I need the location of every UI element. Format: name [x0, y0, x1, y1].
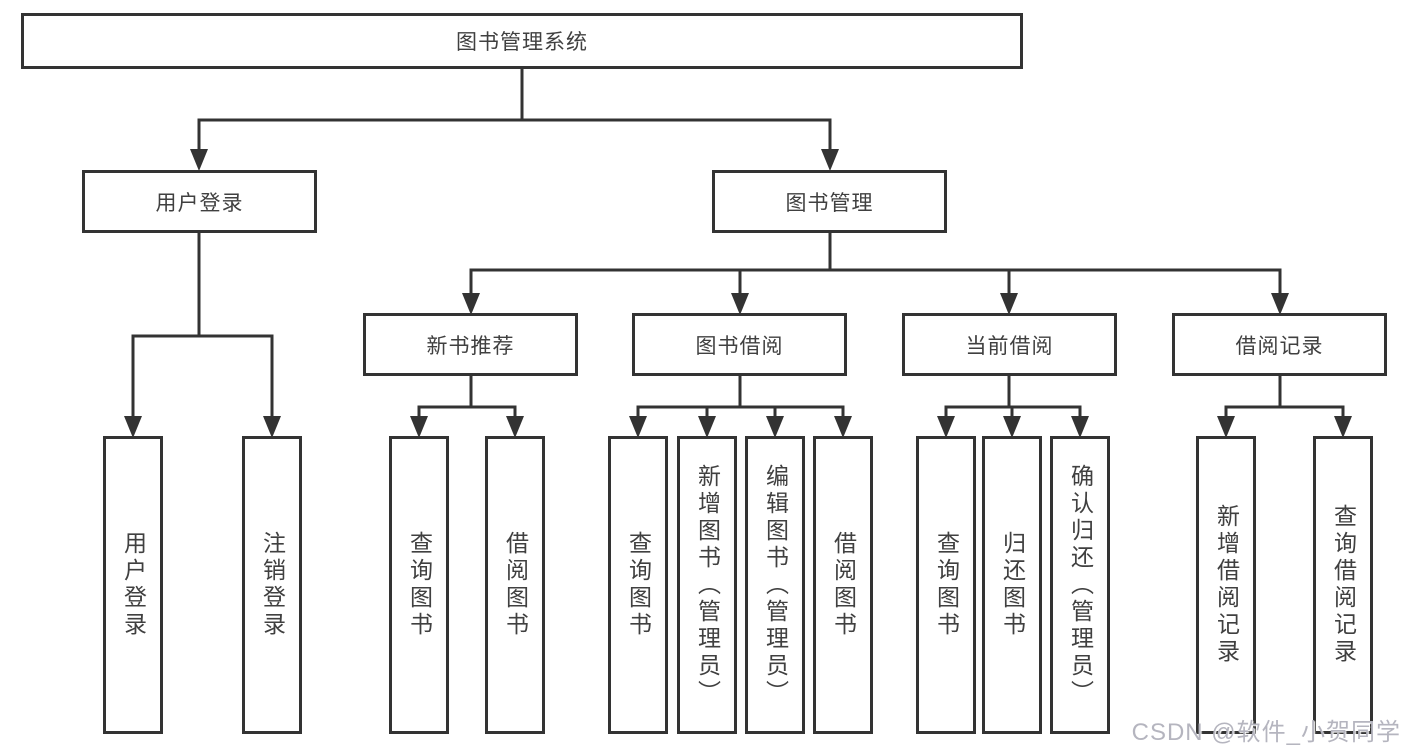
- leaf-add-borrow-record: 新增借阅记录: [1196, 436, 1256, 734]
- arrowhead-down-icon: [263, 416, 281, 438]
- connector-root-to-level2: [197, 69, 832, 152]
- node-book-borrowing: 图书借阅: [632, 313, 847, 376]
- leaf-edit-book-admin: 编辑图书（管理员）: [745, 436, 805, 734]
- leaf-query-book-1: 查询图书: [389, 436, 449, 734]
- arrowhead-down-icon: [1000, 293, 1018, 315]
- leaf-borrow-book-2: 借阅图书: [813, 436, 873, 734]
- arrowhead-down-icon: [1071, 416, 1089, 438]
- leaf-return-book: 归还图书: [982, 436, 1042, 734]
- node-current-borrowing: 当前借阅: [902, 313, 1117, 376]
- connector-borrowrecords-to-leaves: [1224, 376, 1345, 420]
- leaf-query-book-2: 查询图书: [608, 436, 668, 734]
- leaf-add-book-admin: 新增图书（管理员）: [677, 436, 737, 734]
- node-book-management: 图书管理: [712, 170, 947, 233]
- connector-userlogin-to-leaves: [131, 233, 274, 420]
- arrowhead-down-icon: [190, 149, 208, 171]
- arrowhead-down-icon: [1217, 416, 1235, 438]
- arrowhead-down-icon: [821, 149, 839, 171]
- leaf-user-login: 用户登录: [103, 436, 163, 734]
- node-user-login: 用户登录: [82, 170, 317, 233]
- leaf-confirm-return-admin: 确认归还（管理员）: [1050, 436, 1110, 734]
- connector-bookborrow-to-leaves: [636, 376, 845, 420]
- arrowhead-down-icon: [1271, 293, 1289, 315]
- arrowhead-down-icon: [629, 416, 647, 438]
- leaf-query-borrow-record: 查询借阅记录: [1313, 436, 1373, 734]
- arrowhead-down-icon: [731, 293, 749, 315]
- arrowhead-down-icon: [410, 416, 428, 438]
- leaf-query-book-3: 查询图书: [916, 436, 976, 734]
- connector-bookmgmt-to-level3: [469, 233, 1282, 297]
- arrowhead-down-icon: [766, 416, 784, 438]
- connector-newbookrec-to-leaves: [417, 376, 517, 420]
- arrowhead-down-icon: [937, 416, 955, 438]
- arrowhead-down-icon: [124, 416, 142, 438]
- leaf-logout: 注销登录: [242, 436, 302, 734]
- arrowhead-down-icon: [462, 293, 480, 315]
- node-root: 图书管理系统: [21, 13, 1023, 69]
- leaf-borrow-book-1: 借阅图书: [485, 436, 545, 734]
- arrowhead-down-icon: [1334, 416, 1352, 438]
- node-borrowing-records: 借阅记录: [1172, 313, 1387, 376]
- arrowhead-down-icon: [834, 416, 852, 438]
- csdn-watermark: CSDN @软件_小贺同学: [1131, 719, 1401, 746]
- node-new-book-recommendation: 新书推荐: [363, 313, 578, 376]
- arrowhead-down-icon: [506, 416, 524, 438]
- connector-currentborrow-to-leaves: [944, 376, 1082, 420]
- arrowhead-down-icon: [1003, 416, 1021, 438]
- arrowhead-down-icon: [698, 416, 716, 438]
